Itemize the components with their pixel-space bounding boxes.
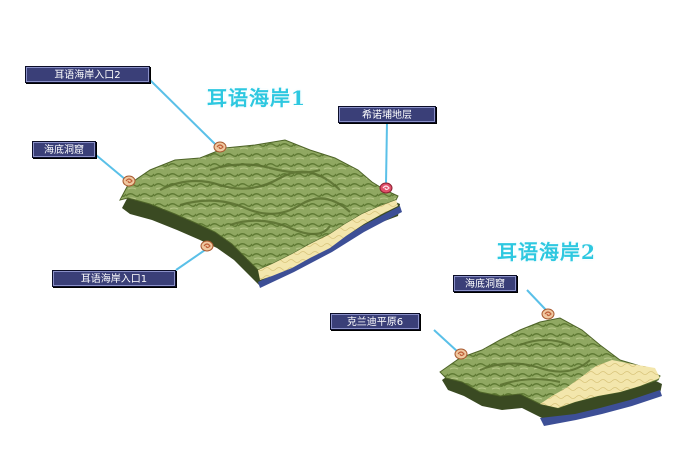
portal-markers bbox=[122, 141, 555, 360]
island-1-grass bbox=[119, 139, 399, 271]
portal-label-krandi-plain-6[interactable]: 克兰迪平原6 bbox=[330, 313, 420, 330]
island-whisper-coast-1 bbox=[119, 139, 402, 288]
portal-swirl-icon[interactable] bbox=[541, 308, 555, 320]
pointer-lines bbox=[95, 79, 547, 353]
portal-swirl-icon[interactable] bbox=[213, 141, 227, 153]
portal-label-undersea-cave-1[interactable]: 海底洞窟 bbox=[32, 141, 96, 158]
portal-label-undersea-cave-2[interactable]: 海底洞窟 bbox=[453, 275, 517, 292]
island-2-water-edge bbox=[540, 390, 662, 426]
island-1-ridges bbox=[159, 163, 351, 236]
region-title-whisper-coast-2: 耳语海岸2 bbox=[497, 240, 596, 264]
island-2-ridges bbox=[479, 339, 591, 386]
portal-swirl-icon[interactable] bbox=[200, 240, 214, 252]
island-whisper-coast-2 bbox=[439, 317, 662, 426]
island-1-beach bbox=[258, 200, 398, 280]
portal-label-whisper-coast-entrance-2[interactable]: 耳语海岸入口2 bbox=[25, 66, 150, 83]
portal-swirl-icon[interactable] bbox=[379, 182, 393, 194]
portal-label-xinuo-stratum[interactable]: 希诺埔地层 bbox=[338, 106, 436, 123]
portal-swirl-icon[interactable] bbox=[454, 348, 468, 360]
region-title-whisper-coast-1: 耳语海岸1 bbox=[207, 86, 306, 110]
island-2-beach bbox=[540, 360, 660, 408]
portal-label-whisper-coast-entrance-1[interactable]: 耳语海岸入口1 bbox=[52, 270, 176, 287]
portal-swirl-icon[interactable] bbox=[122, 175, 136, 187]
